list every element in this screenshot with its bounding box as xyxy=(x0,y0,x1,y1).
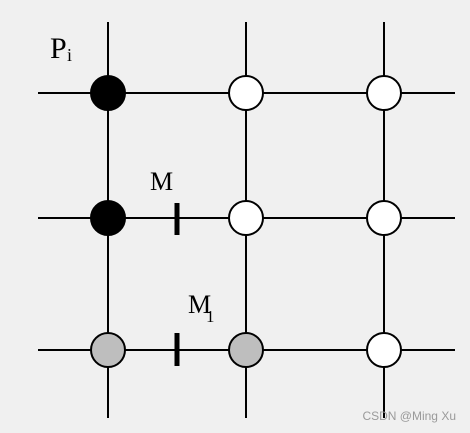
label-p-sub: i xyxy=(67,45,72,65)
node-r2-c0 xyxy=(90,332,126,368)
nodes-group xyxy=(90,75,402,368)
node-r2-c2 xyxy=(366,332,402,368)
node-r0-c1 xyxy=(228,75,264,111)
label-p-main: P xyxy=(50,32,67,65)
watermark: CSDN @Ming Xu xyxy=(362,409,456,423)
label-m: M xyxy=(150,167,173,196)
node-r0-c2 xyxy=(366,75,402,111)
node-r2-c1 xyxy=(228,332,264,368)
label-m1-sub: 1 xyxy=(206,307,215,326)
node-r0-c0 xyxy=(90,75,126,111)
node-r1-c0 xyxy=(90,200,126,236)
node-r1-c1 xyxy=(228,200,264,236)
label-m1-main: M xyxy=(188,290,211,319)
node-r1-c2 xyxy=(366,200,402,236)
